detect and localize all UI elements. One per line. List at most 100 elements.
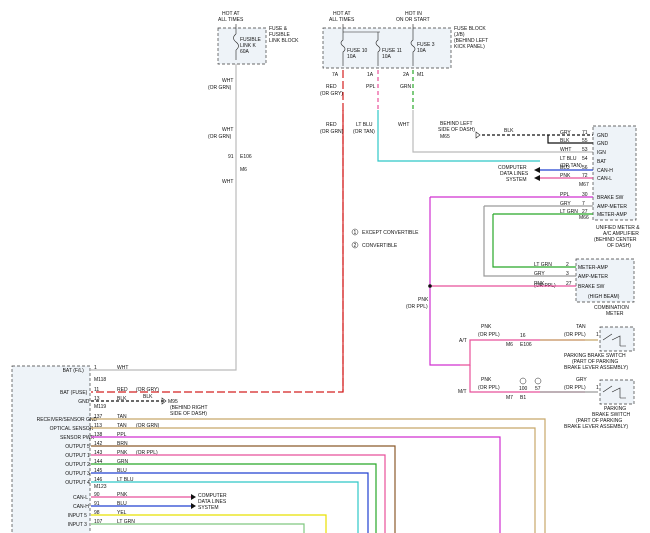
bcm-pin-10: OUTPUT 4	[65, 480, 90, 486]
at-label: A/T	[459, 338, 467, 344]
meter-pin-num-0: 71	[582, 130, 588, 136]
bcm-wire-label-2: BLK	[117, 396, 127, 402]
wht-label-2: WHT	[222, 127, 233, 133]
pnk-left-label: PNK	[418, 297, 429, 303]
fuse-block-box	[322, 27, 452, 69]
fuse3-label: FUSE 3	[417, 42, 435, 48]
mt-gry-1: GRY	[576, 377, 587, 383]
at-pnk-wire	[460, 339, 585, 366]
wht-label-1: WHT	[222, 78, 233, 84]
meter-pin-num-7: 7	[582, 201, 585, 207]
bcm-wire-label-8: GRN	[117, 459, 129, 465]
mt-pin-1: 1	[596, 385, 599, 391]
combo-title-1: COMBINATION	[594, 305, 629, 311]
meter-pin-6: BRAKE SW	[597, 195, 624, 201]
bcm-wire-or-7: (OR PPL)	[136, 450, 158, 456]
combo-meter-box	[575, 258, 635, 303]
meter-pin-8: METER-AMP	[597, 212, 628, 218]
connector-m66: M66	[579, 215, 589, 221]
fuse-block-title-4: KICK PANEL)	[454, 44, 485, 50]
bcm-pin-num-4: 113	[94, 423, 102, 429]
at-num-m6: M6	[506, 342, 513, 348]
bcm-wire-8	[91, 463, 377, 533]
combo-pin-0: METER-AMP	[578, 265, 609, 271]
bcm-wire-or-4: (OR GRN)	[136, 423, 160, 429]
meter-pin-2: IGN	[597, 150, 606, 156]
connector-m67: M67	[579, 182, 589, 188]
bcm-pin-num-6: 142	[94, 441, 103, 447]
at-tan-1: TAN	[576, 324, 586, 330]
fuse-block-title-3: (BEHIND LEFT	[454, 38, 488, 44]
combo-wire-label-2: PNK	[534, 281, 545, 287]
pin-91: 91	[228, 154, 234, 160]
pin-1a: 1A	[367, 72, 374, 78]
mt-wire-2: (OR PPL)	[478, 385, 500, 391]
bcm-pin-num-14: 107	[94, 519, 103, 525]
note-1-text: EXCEPT CONVERTIBLE	[362, 230, 419, 236]
meter-pin-num-3: 54	[582, 156, 588, 162]
bcm-pin-9: OUTPUT 3	[65, 471, 90, 477]
meter-title-3: (BEHIND CENTER	[594, 237, 637, 243]
at-switch-symbol	[602, 333, 626, 347]
fuse10-rating: 10A	[347, 54, 357, 60]
fusible-block-label-3: LINK BLOCK	[269, 38, 299, 44]
fusible-link-label-3: 60A	[240, 49, 250, 55]
connector-m119: M119	[94, 404, 106, 410]
mt-title-1: PARKING	[604, 406, 626, 412]
meter-pin-5: CAN-L	[597, 176, 612, 182]
note-2-num: 2	[354, 243, 357, 249]
mt-title-2: BRAKE SWITCH	[592, 412, 630, 418]
bcm-wire-or-1: (OR GRY)	[136, 387, 159, 393]
bcm-pin-11: CAN-L	[73, 495, 88, 501]
wht-wire	[91, 64, 237, 371]
bcm-pin-num-3: 137	[94, 414, 103, 420]
blk-gnd-wire-2	[547, 135, 593, 144]
meter-comp-2: DATA LINES	[500, 171, 529, 177]
bcm-wire-label-10: LT BLU	[117, 477, 134, 483]
wht-ign-wire	[412, 110, 593, 153]
at-wire-1: PNK	[481, 324, 492, 330]
meter-wire-label-1: BLK	[560, 138, 570, 144]
ltgrn-combo-wire	[492, 214, 576, 268]
gnd-note-1: BEHIND LEFT	[440, 121, 473, 127]
bcm-pin-num-12: 91	[94, 501, 100, 507]
m95-note-1: (BEHIND RIGHT	[170, 405, 208, 411]
bcm-wire-label-1: RED	[117, 387, 128, 393]
bcm-comp-2: DATA LINES	[198, 499, 227, 505]
bcm-pin-5: SENSOR PWR	[60, 435, 95, 441]
bcm-wire-label-6: BRN	[117, 441, 128, 447]
mt-note-1	[519, 377, 527, 385]
note-1-num: 1	[354, 230, 357, 236]
fusible-link-label-1: FUSIBLE	[240, 37, 262, 43]
wht-label-1-or: (OR GRN)	[208, 85, 232, 91]
bcm-box	[11, 365, 91, 533]
fuse3-rating: 10A	[417, 48, 427, 54]
fuse-block-title-2: (J/B)	[454, 32, 465, 38]
bcm-wire-label-4: TAN	[117, 423, 127, 429]
meter-wire-label-2: WHT	[560, 147, 571, 153]
wht-label-2-or: (OR GRN)	[208, 134, 232, 140]
bcm-wire-14	[91, 523, 305, 533]
fusible-link-symbol	[233, 24, 239, 60]
combo-pin-num-2: 27	[566, 281, 572, 287]
bcm-wire-3	[91, 418, 546, 533]
meter-wire-or-3: (OR TAN)	[560, 163, 582, 169]
splice-dot	[428, 284, 432, 288]
hot-at-all-times-1a: HOT AT	[222, 11, 240, 17]
mt-wire-1: PNK	[481, 377, 492, 383]
bcm-blk-label: BLK	[143, 394, 153, 400]
fusible-link-label-2: LINK K	[240, 43, 257, 49]
meter-pin-3: BAT	[597, 159, 606, 165]
mt-gry-2: (OR PPL)	[564, 385, 586, 391]
combo-wire-label-0: LT GRN	[534, 262, 552, 268]
bcm-wire-label-14: LT GRN	[117, 519, 135, 525]
bcm-wire-5	[91, 436, 501, 533]
meter-title-4: OF DASH)	[607, 243, 631, 249]
bcm-pin-4: OPTICAL SENSOR	[50, 426, 94, 432]
combo-pin-2: BRAKE SW	[578, 284, 605, 290]
bcm-wire-4	[91, 427, 536, 533]
hot-in-run-b: ON OR START	[396, 17, 430, 23]
bcm-pin-3: RECEIVER/SENSOR GND	[37, 417, 98, 423]
